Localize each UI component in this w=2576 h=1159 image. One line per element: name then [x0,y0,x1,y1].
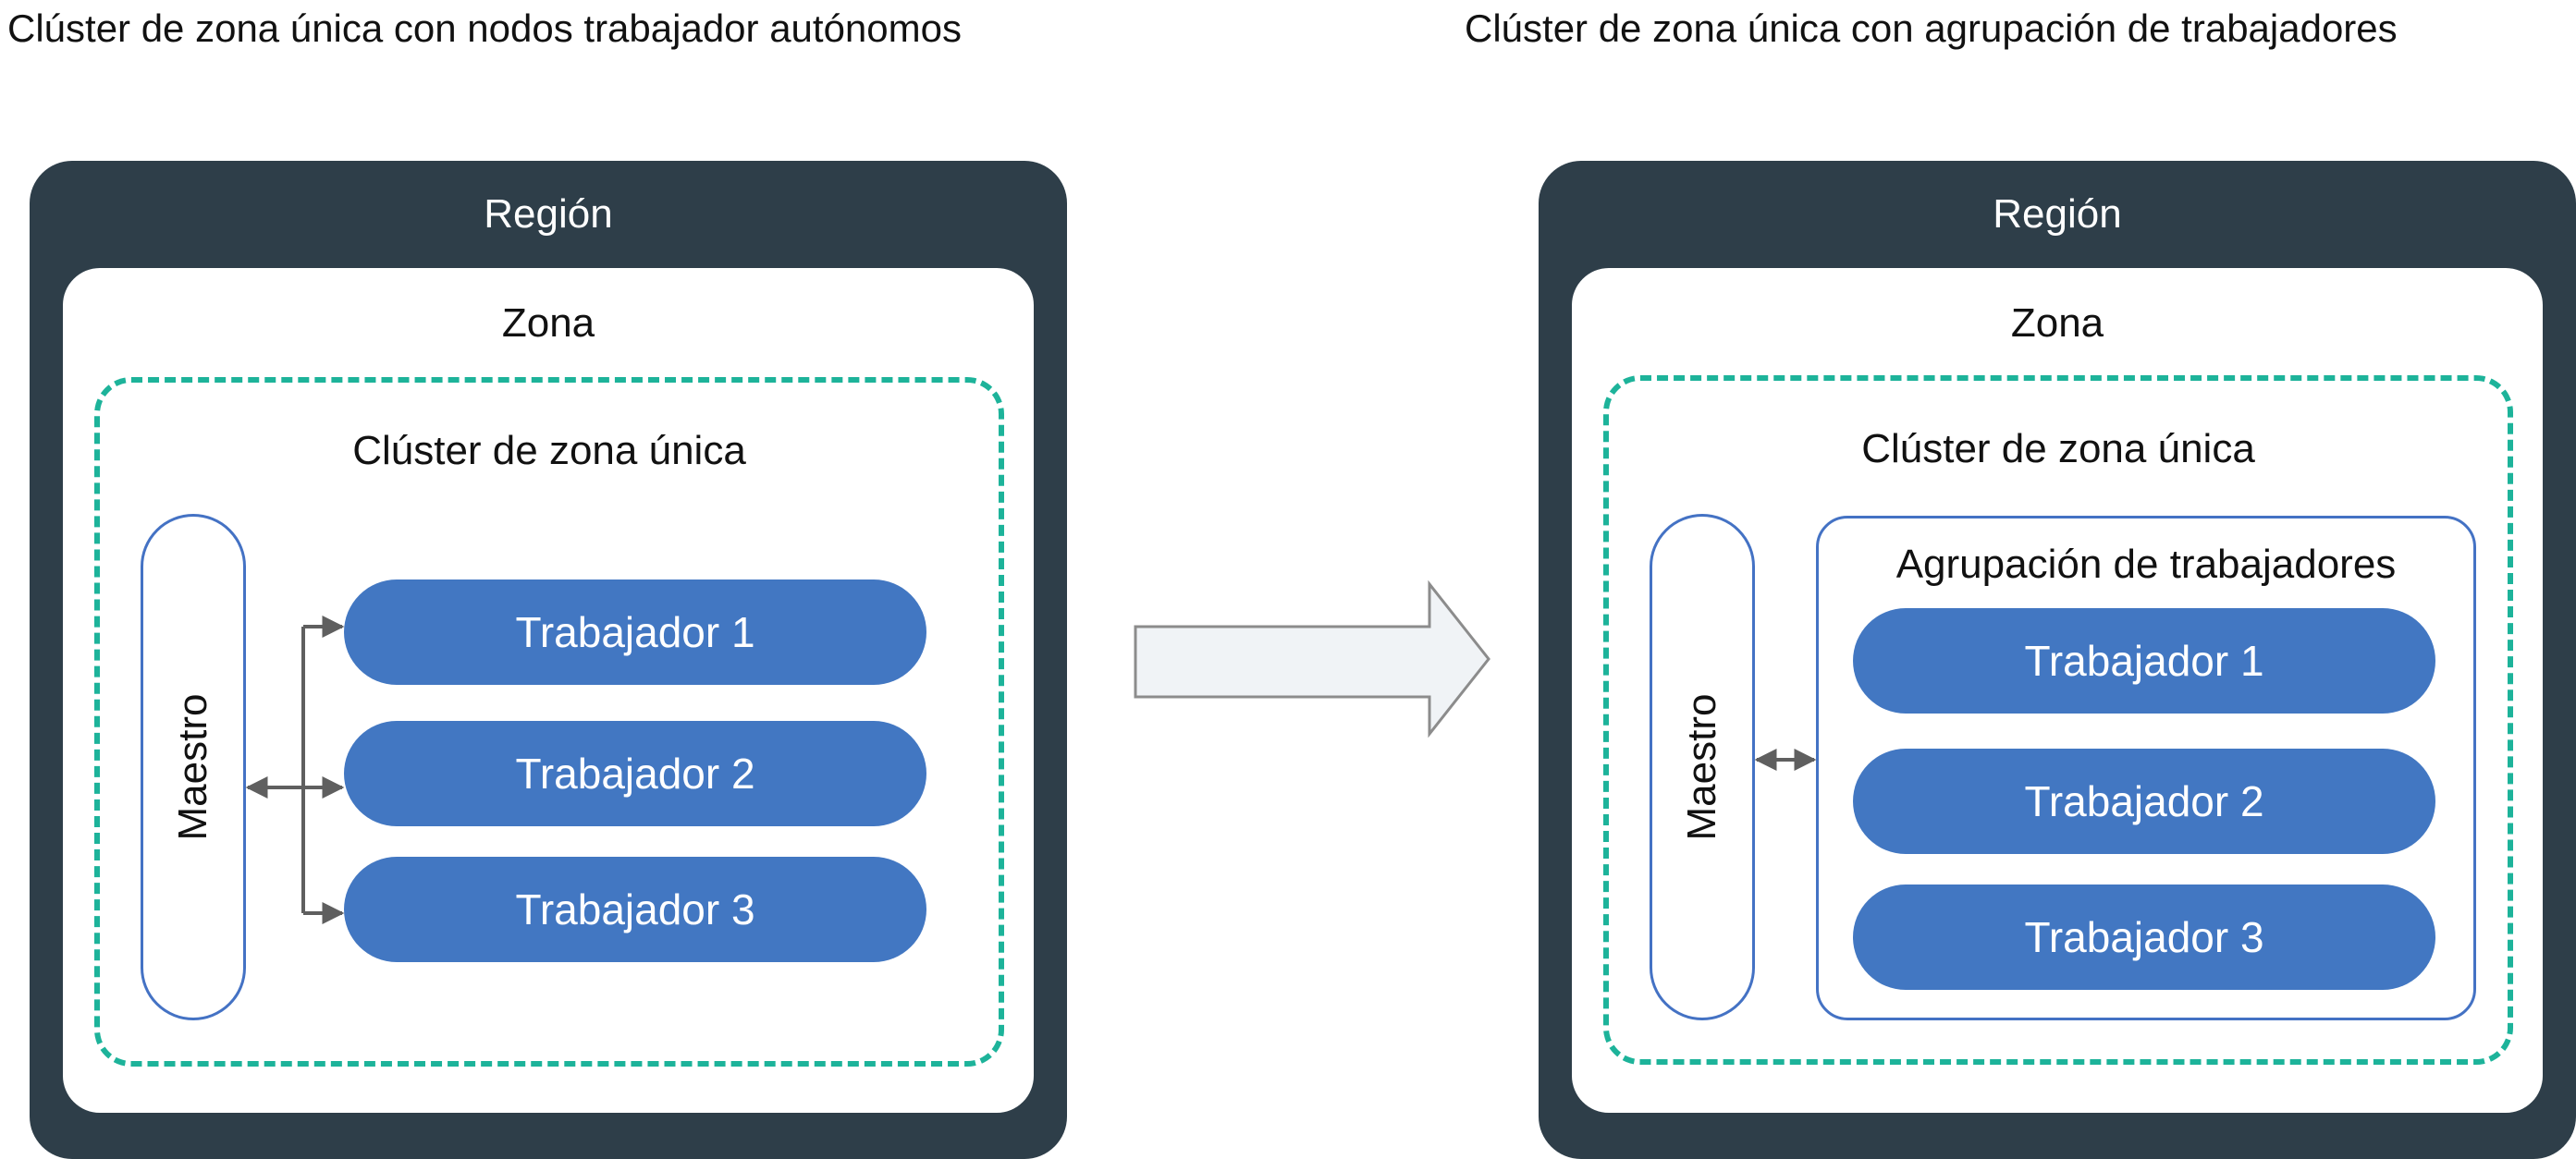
left-zone-label: Zona [501,300,595,346]
left-cluster-box: Clúster de zona única [94,377,1004,1067]
right-worker-3: Trabajador 3 [1853,884,2435,990]
left-worker-1: Trabajador 1 [344,580,926,685]
left-worker-3: Trabajador 3 [344,857,926,962]
right-cluster-box: Clúster de zona única [1603,375,2513,1065]
right-region-label: Región [1993,191,2122,237]
left-cluster-label: Clúster de zona única [352,428,746,473]
left-region-label: Región [484,191,613,237]
right-cluster-label: Clúster de zona única [1861,426,2255,471]
right-worker-pool-label: Agrupación de trabajadores [1895,542,2397,587]
right-worker-1: Trabajador 1 [1853,608,2435,714]
transition-arrow [1134,580,1490,738]
left-worker-2: Trabajador 2 [344,721,926,826]
left-master-node: Maestro [141,514,246,1020]
right-master-node: Maestro [1650,514,1755,1020]
right-worker-2: Trabajador 2 [1853,749,2435,854]
left-diagram-title: Clúster de zona única con nodos trabajad… [7,6,962,50]
right-diagram-title: Clúster de zona única con agrupación de … [1465,6,2398,50]
right-zone-label: Zona [2010,300,2104,346]
left-master-worker-connectors [245,616,345,924]
